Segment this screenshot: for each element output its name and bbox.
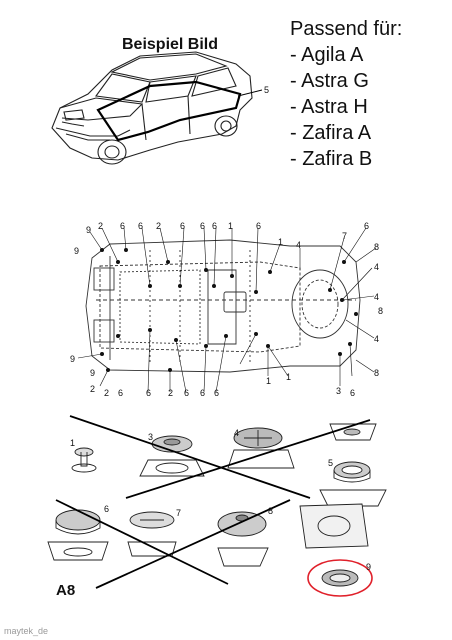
callout-bottom-0: 2 [104, 388, 109, 398]
model-astra-g: - Astra G [290, 70, 369, 92]
plug-icon [71, 447, 97, 473]
plug-icon [47, 509, 109, 561]
model-agila-a: - Agila A [290, 44, 364, 66]
plug-icon [227, 427, 295, 469]
callout-left-0: 9 [74, 246, 79, 256]
callout-top-2: 6 [120, 221, 125, 231]
highlight-ring [307, 559, 373, 597]
callout-bottom-7: 1 [266, 376, 271, 386]
example-image-caption: Beispiel Bild [122, 36, 219, 53]
floor-outline [96, 80, 242, 142]
callout-top-3: 6 [138, 221, 143, 231]
plug-label-1: 1 [70, 438, 75, 448]
callout-top-7: 6 [212, 221, 217, 231]
watermark: maytek_de [4, 626, 49, 636]
callout-left-1: 9 [70, 354, 75, 364]
callout-bottom-10: 6 [350, 388, 355, 398]
callout-top-11: 7 [342, 231, 347, 241]
callout-top-4: 2 [156, 221, 161, 231]
callout-bottom-8: 1 [286, 372, 291, 382]
callout-right-0: 4 [296, 240, 301, 250]
callout-bottom-1: 6 [118, 388, 123, 398]
callout-top-10: 1 [278, 237, 283, 247]
plug-label-4: 4 [234, 428, 239, 438]
underbody-leaders [77, 227, 377, 393]
compatibility-title: Passend für: [290, 18, 403, 40]
plug-icon [127, 511, 177, 557]
car-outline-icon [51, 51, 253, 165]
callout-top-13: 8 [374, 242, 379, 252]
callout-bottom-2: 6 [146, 388, 151, 398]
plug-icon [319, 461, 387, 507]
callout-bottom-9: 3 [336, 386, 341, 396]
callout-right-3: 8 [378, 306, 383, 316]
callout-top-0: 9 [86, 225, 91, 235]
underbody-plug-dots [100, 248, 358, 372]
plug-icon [321, 569, 359, 587]
plug-label-7: 7 [176, 508, 181, 518]
compatibility-list: Passend für: - Agila A - Astra G - Astra… [290, 16, 402, 172]
underbody-plan-icon [85, 239, 361, 373]
part-code: A8 [56, 582, 76, 599]
model-astra-h: - Astra H [290, 96, 368, 118]
plug-variants [47, 423, 387, 587]
plug-label-6: 6 [104, 504, 109, 514]
callout-top-1: 2 [98, 221, 103, 231]
callout-5-car: 5 [264, 85, 269, 95]
callout-right-2: 4 [374, 292, 379, 302]
plug-label-8: 8 [268, 506, 273, 516]
plug-label-9: 9 [366, 562, 371, 572]
plug-label-3: 3 [148, 432, 153, 442]
callout-bottom-4: 6 [184, 388, 189, 398]
callout-left-2: 9 [90, 368, 95, 378]
callout-left-3: 2 [90, 384, 95, 394]
plug-icon [139, 435, 205, 477]
callout-right-1: 4 [374, 262, 379, 272]
plug-icon [217, 511, 269, 567]
callout-bottom-5: 6 [200, 388, 205, 398]
model-zafira-a: - Zafira A [290, 122, 372, 144]
plug-label-5: 5 [328, 458, 333, 468]
callout-top-12: 6 [364, 221, 369, 231]
callout-bottom-11: 8 [374, 368, 379, 378]
model-zafira-b: - Zafira B [290, 148, 373, 170]
cross-out-lines [55, 415, 371, 589]
callout-top-5: 6 [180, 221, 185, 231]
callout-bottom-6: 6 [214, 388, 219, 398]
callout-bottom-3: 2 [168, 388, 173, 398]
callout-right-4: 4 [374, 334, 379, 344]
callout-top-9: 6 [256, 221, 261, 231]
callout-top-6: 6 [200, 221, 205, 231]
callout-top-8: 1 [228, 221, 233, 231]
